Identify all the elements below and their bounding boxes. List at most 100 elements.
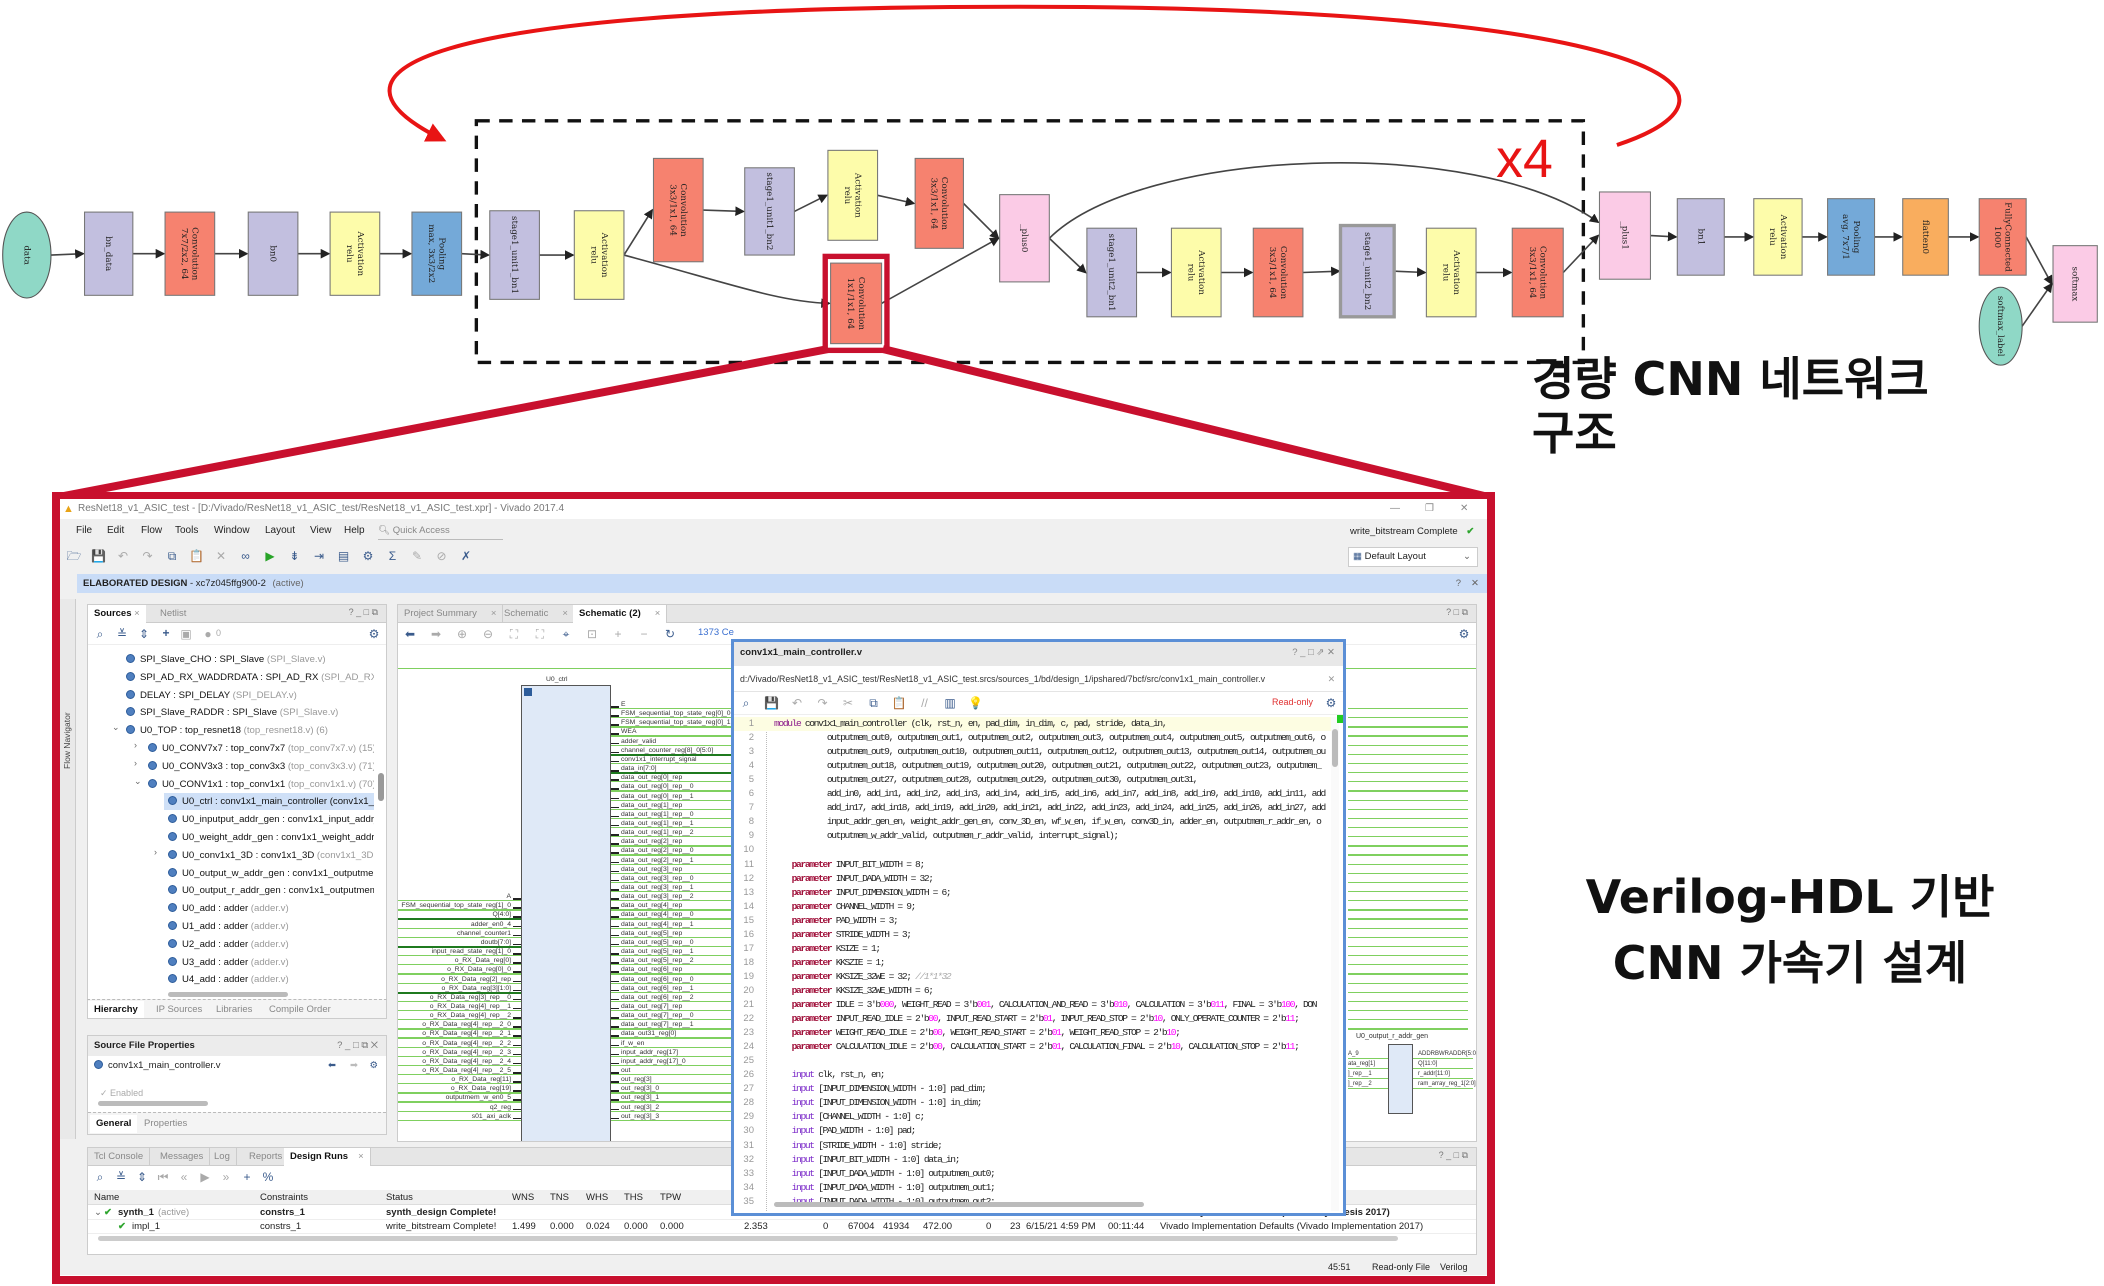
tree-item[interactable]: U1_add : adder (adder.v) <box>164 918 374 935</box>
menu-layout[interactable]: Layout <box>265 525 296 536</box>
expand-all-icon[interactable]: ⇕ <box>138 627 150 641</box>
panel-controls-icon[interactable]: ? _ □ ⧉ <box>348 607 378 617</box>
tree-item[interactable]: SPI_Slave_CHO : SPI_Slave (SPI_Slave.v) <box>122 651 374 668</box>
search-icon[interactable]: ⌕ <box>742 696 750 710</box>
menu-flow[interactable]: Flow <box>141 525 163 536</box>
collapse-icon[interactable]: ⌄ <box>134 775 142 786</box>
tab-ip-sources[interactable]: IP Sources <box>156 1004 203 1015</box>
panel-controls-icon[interactable]: ? _ □ ⧉ ✕ <box>337 1040 378 1051</box>
menu-file[interactable]: File <box>76 525 93 536</box>
help-icon[interactable]: ? <box>1455 578 1461 589</box>
binoculars-icon[interactable]: ∞ <box>241 549 250 563</box>
tree-item[interactable]: U0_ctrl : conv1x1_main_controller (conv1… <box>164 793 374 811</box>
tree-item[interactable]: U3_add : adder (adder.v) <box>164 954 374 971</box>
add-run-icon[interactable]: + <box>243 1170 251 1184</box>
run-icon[interactable]: ▶ <box>265 549 275 563</box>
expand-all-icon[interactable]: ⇕ <box>136 1170 148 1184</box>
back-arrow-icon[interactable]: ⬅ <box>328 1060 336 1071</box>
tab-schematic--2-[interactable]: Schematic (2)× <box>573 605 668 623</box>
tab-schematic[interactable]: Schematic× <box>498 605 575 623</box>
tab-tcl-console[interactable]: Tcl Console <box>88 1148 151 1166</box>
tab-netlist[interactable]: Netlist <box>160 608 187 619</box>
tree-item[interactable]: SPI_Slave_RADDR : SPI_Slave (SPI_Slave.v… <box>122 704 374 721</box>
layout-select[interactable]: ▦ Default Layout ⌄ <box>1348 547 1478 567</box>
tree-item[interactable]: U2_add : adder (adder.v) <box>164 936 374 953</box>
tree-item[interactable]: U4_add : adder (adder.v) <box>164 971 374 988</box>
redo-icon[interactable]: ↷ <box>817 696 828 710</box>
forward-icon[interactable]: ➡ <box>430 627 442 641</box>
minimize-icon[interactable]: — <box>1390 503 1400 514</box>
tab-hierarchy[interactable]: Hierarchy <box>88 1001 144 1018</box>
forward-arrow-icon[interactable]: ➡ <box>350 1060 358 1071</box>
comment-icon[interactable]: // <box>921 696 928 710</box>
synthesis-icon[interactable]: ⇟ <box>289 549 300 563</box>
save-icon[interactable]: 💾 <box>91 549 106 563</box>
side-block[interactable] <box>1388 1044 1413 1114</box>
search-icon[interactable]: ⌕ <box>96 1170 104 1184</box>
close-tab-icon[interactable]: × <box>490 608 497 619</box>
tab-libraries[interactable]: Libraries <box>216 1004 253 1015</box>
first-icon[interactable]: ⏮ <box>157 1170 169 1184</box>
cut-icon[interactable]: ✂ <box>842 696 854 710</box>
enabled-checkbox[interactable]: ✓ Enabled <box>100 1088 144 1098</box>
panel-controls-icon[interactable]: ? □ ⧉ <box>1446 607 1468 617</box>
report-icon[interactable]: ▤ <box>337 549 350 563</box>
tree-horizontal-scrollbar[interactable] <box>168 992 288 997</box>
tree-item[interactable]: U0_TOP : top_resnet18 (top_resnet18.v) (… <box>122 722 374 739</box>
undo-icon[interactable]: ↶ <box>117 549 129 563</box>
next-icon[interactable]: » <box>222 1170 230 1184</box>
expand-cell-icon[interactable] <box>524 688 532 696</box>
refresh-icon[interactable]: ↻ <box>664 627 676 641</box>
collapse-icon[interactable]: ⌄ <box>94 1207 102 1218</box>
tree-item[interactable]: DELAY : SPI_DELAY (SPI_DELAY.v) <box>122 687 374 704</box>
fit-icon[interactable]: ⛶ <box>509 627 519 641</box>
cell-icon[interactable]: ⊡ <box>586 627 598 641</box>
previous-icon[interactable]: « <box>180 1170 188 1184</box>
menu-view[interactable]: View <box>310 525 332 536</box>
column-header[interactable]: WHS <box>586 1192 609 1203</box>
add-sources-icon[interactable]: + <box>162 626 170 640</box>
column-header[interactable]: THS <box>624 1192 643 1203</box>
editor-vertical-scrollbar[interactable] <box>1331 717 1339 1211</box>
gear-icon[interactable]: ⚙ <box>1458 627 1470 641</box>
editor-horizontal-scrollbar[interactable] <box>774 1202 1144 1207</box>
folder-open-icon[interactable]: 🗁 <box>66 549 82 563</box>
column-header[interactable]: WNS <box>512 1192 535 1203</box>
close-icon[interactable]: ✕ <box>1460 503 1469 514</box>
menu-tools[interactable]: Tools <box>175 525 199 536</box>
tree-item[interactable]: U0_CONV3x3 : top_conv3x3 (top_conv3x3.v)… <box>144 758 374 775</box>
delete-icon[interactable]: ✕ <box>215 549 227 563</box>
menu-help[interactable]: Help <box>344 525 365 536</box>
expand-icon[interactable]: › <box>134 757 137 768</box>
column-header[interactable]: Status <box>386 1192 413 1203</box>
tree-item[interactable]: U0_conv1x1_3D : conv1x1_3D (conv1x1_3D.v… <box>164 847 374 864</box>
flow-navigator-label[interactable]: Flow Navigator <box>62 712 72 769</box>
redo-icon[interactable]: ↷ <box>142 549 153 563</box>
tab-reports[interactable]: Reports <box>243 1148 290 1166</box>
close-tab-icon[interactable]: × <box>134 608 140 619</box>
minus-icon[interactable]: − <box>640 627 648 641</box>
gear-icon[interactable]: ⚙ <box>368 627 380 641</box>
paste-icon[interactable]: 📋 <box>891 696 907 710</box>
search-icon[interactable]: ⌕ <box>96 627 104 641</box>
menu-window[interactable]: Window <box>214 525 250 536</box>
close-tab-icon[interactable]: × <box>358 1151 364 1162</box>
column-header[interactable]: Constraints <box>260 1192 309 1203</box>
tab-properties[interactable]: Properties <box>144 1118 188 1129</box>
expand-icon[interactable]: › <box>154 846 157 857</box>
tree-item[interactable]: U0_add : adder (adder.v) <box>164 900 374 917</box>
close-tab-icon[interactable]: × <box>562 608 568 619</box>
window-controls-icon[interactable]: ? _ □ ⇗ ✕ <box>1292 647 1335 658</box>
implementation-icon[interactable]: ⇥ <box>313 549 325 563</box>
tree-item[interactable]: SPI_AD_RX_WADDRDATA : SPI_AD_RX (SPI_AD_… <box>122 669 374 686</box>
gear-icon[interactable]: ⚙ <box>1325 696 1337 710</box>
save-icon[interactable]: 💾 <box>764 696 779 710</box>
expand-icon[interactable]: › <box>134 740 137 750</box>
gear-icon[interactable]: ⚙ <box>369 1060 378 1071</box>
tree-item[interactable]: U0_CONV7x7 : top_conv7x7 (top_conv7x7.v)… <box>144 740 374 757</box>
back-icon[interactable]: ⬅ <box>404 627 416 641</box>
help-box-icon[interactable]: ▣ <box>180 627 192 641</box>
sum-icon[interactable]: Σ <box>388 549 397 563</box>
flow-navigator-strip[interactable]: Flow Navigator <box>60 599 76 1139</box>
